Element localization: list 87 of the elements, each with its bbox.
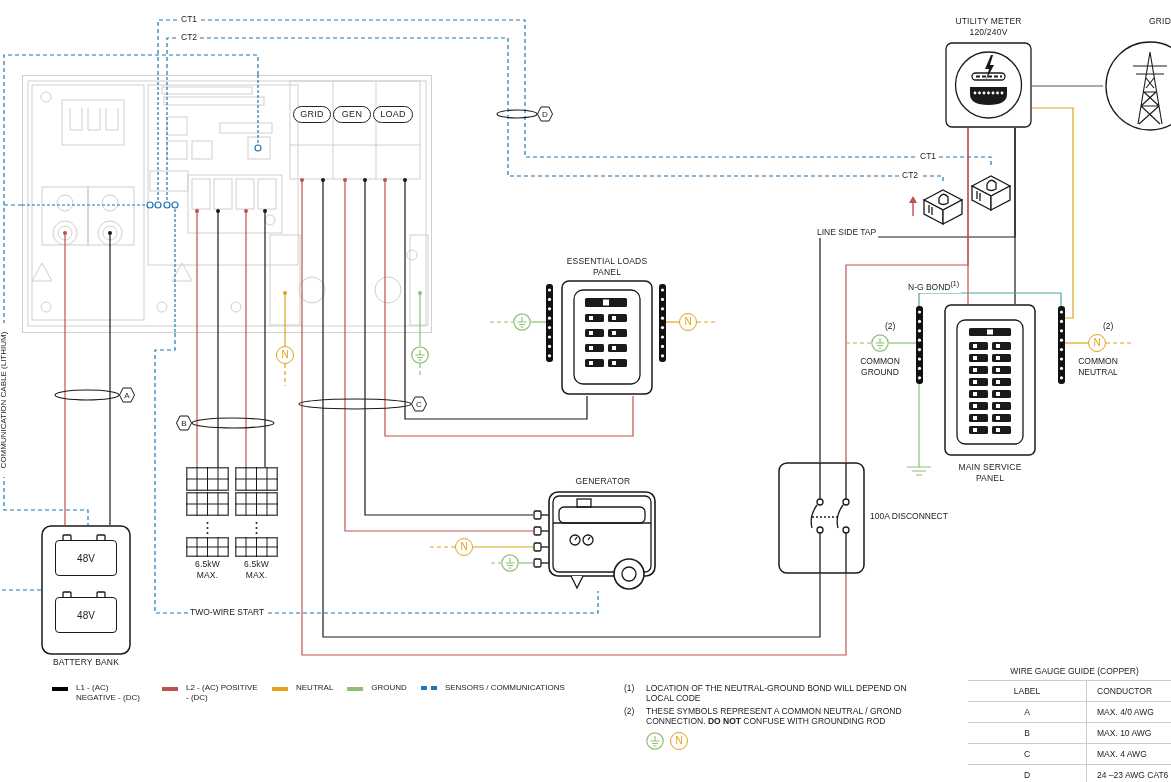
wire xyxy=(404,332,588,420)
table-cell: C xyxy=(968,744,1086,765)
footnote-mark: (2) xyxy=(885,321,897,332)
wire xyxy=(918,383,920,463)
wire xyxy=(364,332,534,516)
wire xyxy=(1014,127,1016,305)
note-text: THESE SYMBOLS REPRESENT A COMMON NEUTRAL / GROND CONNECTION. DO NOT CONFUSE WITH GROUNDING ROD xyxy=(646,706,903,726)
edge-label: LINE SIDE TAP xyxy=(815,227,879,238)
edge-label: TWO-WIRE START xyxy=(188,607,267,618)
panel-label: MAIN SERVICE PANEL xyxy=(957,462,1023,484)
wire xyxy=(196,332,198,468)
battery-cell: 48V xyxy=(55,597,117,633)
edge-label: CT1 xyxy=(179,14,200,25)
table-cell: B xyxy=(968,723,1086,744)
breaker-label: LOAD xyxy=(373,106,413,123)
grid-label: GRID xyxy=(1147,16,1171,27)
sensor-label: CT2 xyxy=(900,170,921,181)
wire xyxy=(967,127,969,305)
wire xyxy=(1031,107,1074,319)
generator-label: GENERATOR xyxy=(574,476,632,487)
wire xyxy=(217,332,219,468)
table-cell: MAX. 10 AWG xyxy=(1086,723,1171,744)
edge-label: CT2 xyxy=(179,32,200,43)
dashed-cable xyxy=(429,546,456,548)
wire xyxy=(1064,342,1089,344)
legend-label: GROUND xyxy=(371,683,407,693)
wire xyxy=(918,292,1062,307)
wire xyxy=(109,332,111,526)
wire xyxy=(665,321,680,323)
dashed-cable xyxy=(284,363,286,387)
neutral-symbol: N xyxy=(276,346,294,364)
breaker-label: GEN xyxy=(333,106,371,123)
table-cell: 24 –23 AWG CAT6 xyxy=(1086,765,1171,782)
dashed-cable xyxy=(154,332,599,614)
neutral-symbol: N xyxy=(1088,334,1106,352)
table-title: WIRE GAUGE GUIDE (COPPER) xyxy=(1009,665,1140,678)
disconnect-label: 100A DISCONNECT xyxy=(870,511,949,522)
battery-bank-label: BATTERY BANK xyxy=(51,657,121,668)
wire xyxy=(245,332,247,468)
legend-label: L1 - (AC) NEGATIVE - (DC) xyxy=(76,683,141,703)
wire xyxy=(472,546,534,548)
breaker-label: GRID xyxy=(293,106,331,123)
footnote-mark: (2) xyxy=(1103,321,1115,332)
legend-label: SENSORS / COMMUNICATIONS xyxy=(444,683,565,693)
meter-label: UTILITY METER 120/240V xyxy=(954,16,1023,38)
cable-tag: B xyxy=(176,415,192,431)
wire xyxy=(888,342,917,344)
dashed-cable xyxy=(845,342,872,344)
legend-label: NEUTRAL xyxy=(296,683,334,693)
wire xyxy=(64,332,66,526)
table-cell: MAX. 4 AWG xyxy=(1086,744,1171,765)
table-header: LABEL xyxy=(968,681,1086,702)
panel-caption: 6.5kW MAX. xyxy=(242,559,271,581)
table-cell: A xyxy=(968,702,1086,723)
dashed-cable xyxy=(419,363,421,378)
symbol-caption: COMMON NEUTRAL xyxy=(1077,356,1119,378)
cable-tag: D xyxy=(537,106,553,122)
table-cell: D xyxy=(968,765,1086,782)
wire xyxy=(344,332,534,532)
footnote-mark: (1) xyxy=(624,683,636,695)
edge-label: COMMUNICATION CABLE (LITHIUM) xyxy=(0,323,9,477)
wire xyxy=(419,332,421,347)
cable-tag: A xyxy=(119,387,135,403)
dashed-cable xyxy=(0,589,42,591)
neutral-symbol: N xyxy=(679,313,697,331)
legend-label: L2 - (AC) POSITIVE - (DC) xyxy=(186,683,258,703)
footnote-mark: (2) xyxy=(624,706,636,718)
table-header: CONDUCTOR xyxy=(1086,681,1171,702)
wire xyxy=(1031,85,1104,87)
note-text: LOCATION OF THE NEUTRAL-GROUND BOND WILL DEPEND ON LOCAL CODE xyxy=(646,683,908,703)
wire xyxy=(518,562,534,564)
dashed-cable xyxy=(166,37,944,183)
dashed-cable xyxy=(490,562,502,564)
wire xyxy=(530,321,547,323)
symbol-caption: COMMON GROUND xyxy=(859,356,901,378)
cable-tag: C xyxy=(411,396,427,412)
neutral-symbol: N xyxy=(455,538,473,556)
wire xyxy=(264,332,266,468)
dashed-cable xyxy=(1105,342,1133,344)
wire xyxy=(284,332,286,347)
panel-label: ESSENTIAL LOADS PANEL xyxy=(565,256,649,278)
panel-caption: 6.5kW MAX. xyxy=(193,559,222,581)
table-cell: MAX. 4/0 AWG xyxy=(1086,702,1171,723)
wire xyxy=(384,332,634,437)
sensor-label: CT1 xyxy=(918,151,939,162)
battery-cell: 48V xyxy=(55,540,117,576)
edge-label: N-G BOND$^{(1)}$ xyxy=(906,279,962,293)
